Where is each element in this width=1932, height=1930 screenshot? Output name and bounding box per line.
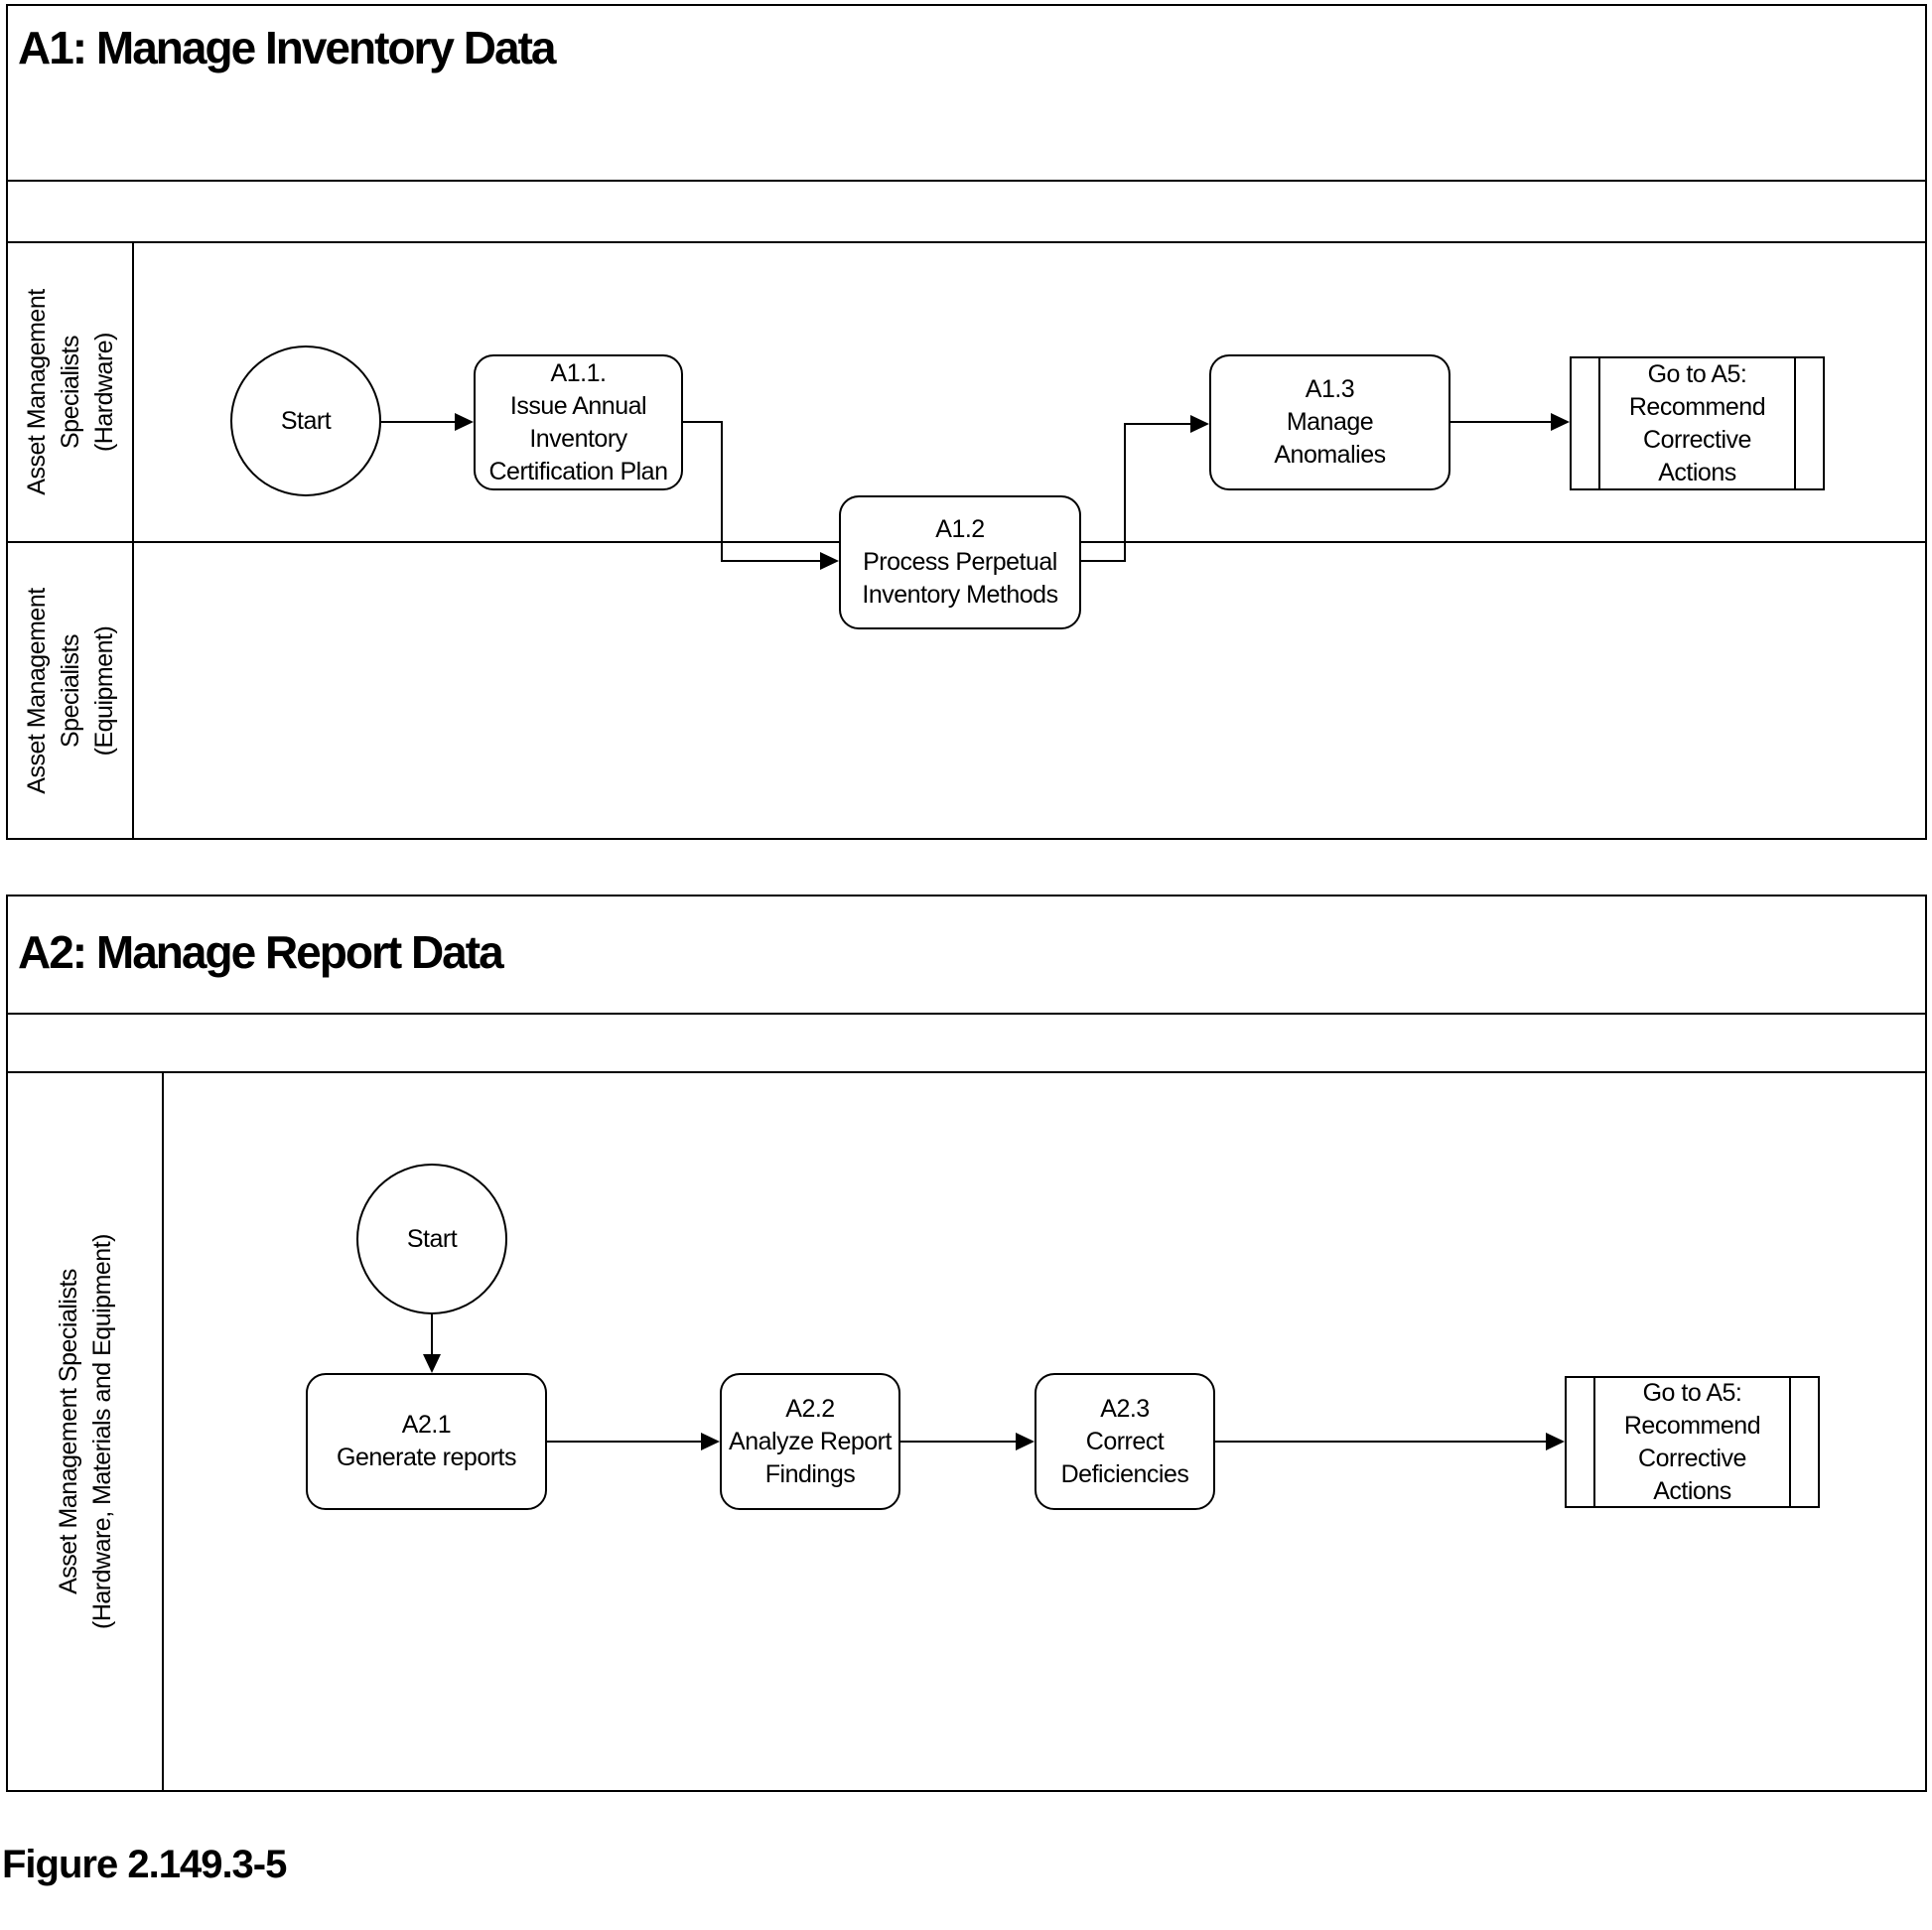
subroutine-bar [1794, 358, 1796, 488]
lane-hw-materials-equipment: Asset Management Specialists (Hardware, … [8, 1073, 1925, 1790]
subroutine-bar [1593, 1378, 1595, 1506]
a2-1-process-node: A2.1 Generate reports [306, 1373, 547, 1510]
diagram-a2: A2: Manage Report Data Asset Management … [6, 895, 1927, 1792]
subroutine-bar [1598, 358, 1600, 488]
a1-goto-a5-node: Go to A5: Recommend Corrective Actions [1570, 356, 1825, 490]
a1-1-process-node: A1.1. Issue Annual Inventory Certificati… [474, 354, 683, 490]
a1-start-node: Start [230, 345, 381, 496]
lane-equipment: Asset Management Specialists (Equipment) [8, 543, 1925, 838]
diagram-a1-title-band: A1: Manage Inventory Data [8, 6, 1925, 182]
a2-goto-a5-label: Go to A5: Recommend Corrective Actions [1623, 1378, 1761, 1505]
diagram-a2-title: A2: Manage Report Data [18, 926, 504, 978]
a2-start-node: Start [356, 1164, 507, 1314]
a2-3-process-node: A2.3 Correct Deficiencies [1035, 1373, 1215, 1510]
lane-equipment-label: Asset Management Specialists (Equipment) [22, 587, 118, 794]
a1-3-process-node: A1.3 Manage Anomalies [1209, 354, 1450, 490]
diagram-a1-header-strip [8, 182, 1925, 243]
lane-equipment-label-col: Asset Management Specialists (Equipment) [8, 543, 134, 838]
subroutine-bar [1789, 1378, 1791, 1506]
diagram-a2-title-band: A2: Manage Report Data [8, 896, 1925, 1015]
lane-hardware-label: Asset Management Specialists (Hardware) [22, 289, 118, 495]
a2-2-process-node: A2.2 Analyze Report Findings [720, 1373, 900, 1510]
lane-hw-materials-equipment-label-col: Asset Management Specialists (Hardware, … [8, 1073, 164, 1790]
diagram-a1-title: A1: Manage Inventory Data [18, 22, 556, 73]
lane-hw-materials-equipment-label: Asset Management Specialists (Hardware, … [54, 1234, 116, 1629]
a1-2-process-node: A1.2 Process Perpetual Inventory Methods [839, 495, 1081, 629]
figure-caption: Figure 2.149.3-5 [2, 1843, 287, 1886]
a1-goto-a5-label: Go to A5: Recommend Corrective Actions [1628, 359, 1766, 486]
lane-hardware-label-col: Asset Management Specialists (Hardware) [8, 243, 134, 541]
diagram-a2-header-strip [8, 1015, 1925, 1073]
a2-goto-a5-node: Go to A5: Recommend Corrective Actions [1565, 1376, 1820, 1508]
